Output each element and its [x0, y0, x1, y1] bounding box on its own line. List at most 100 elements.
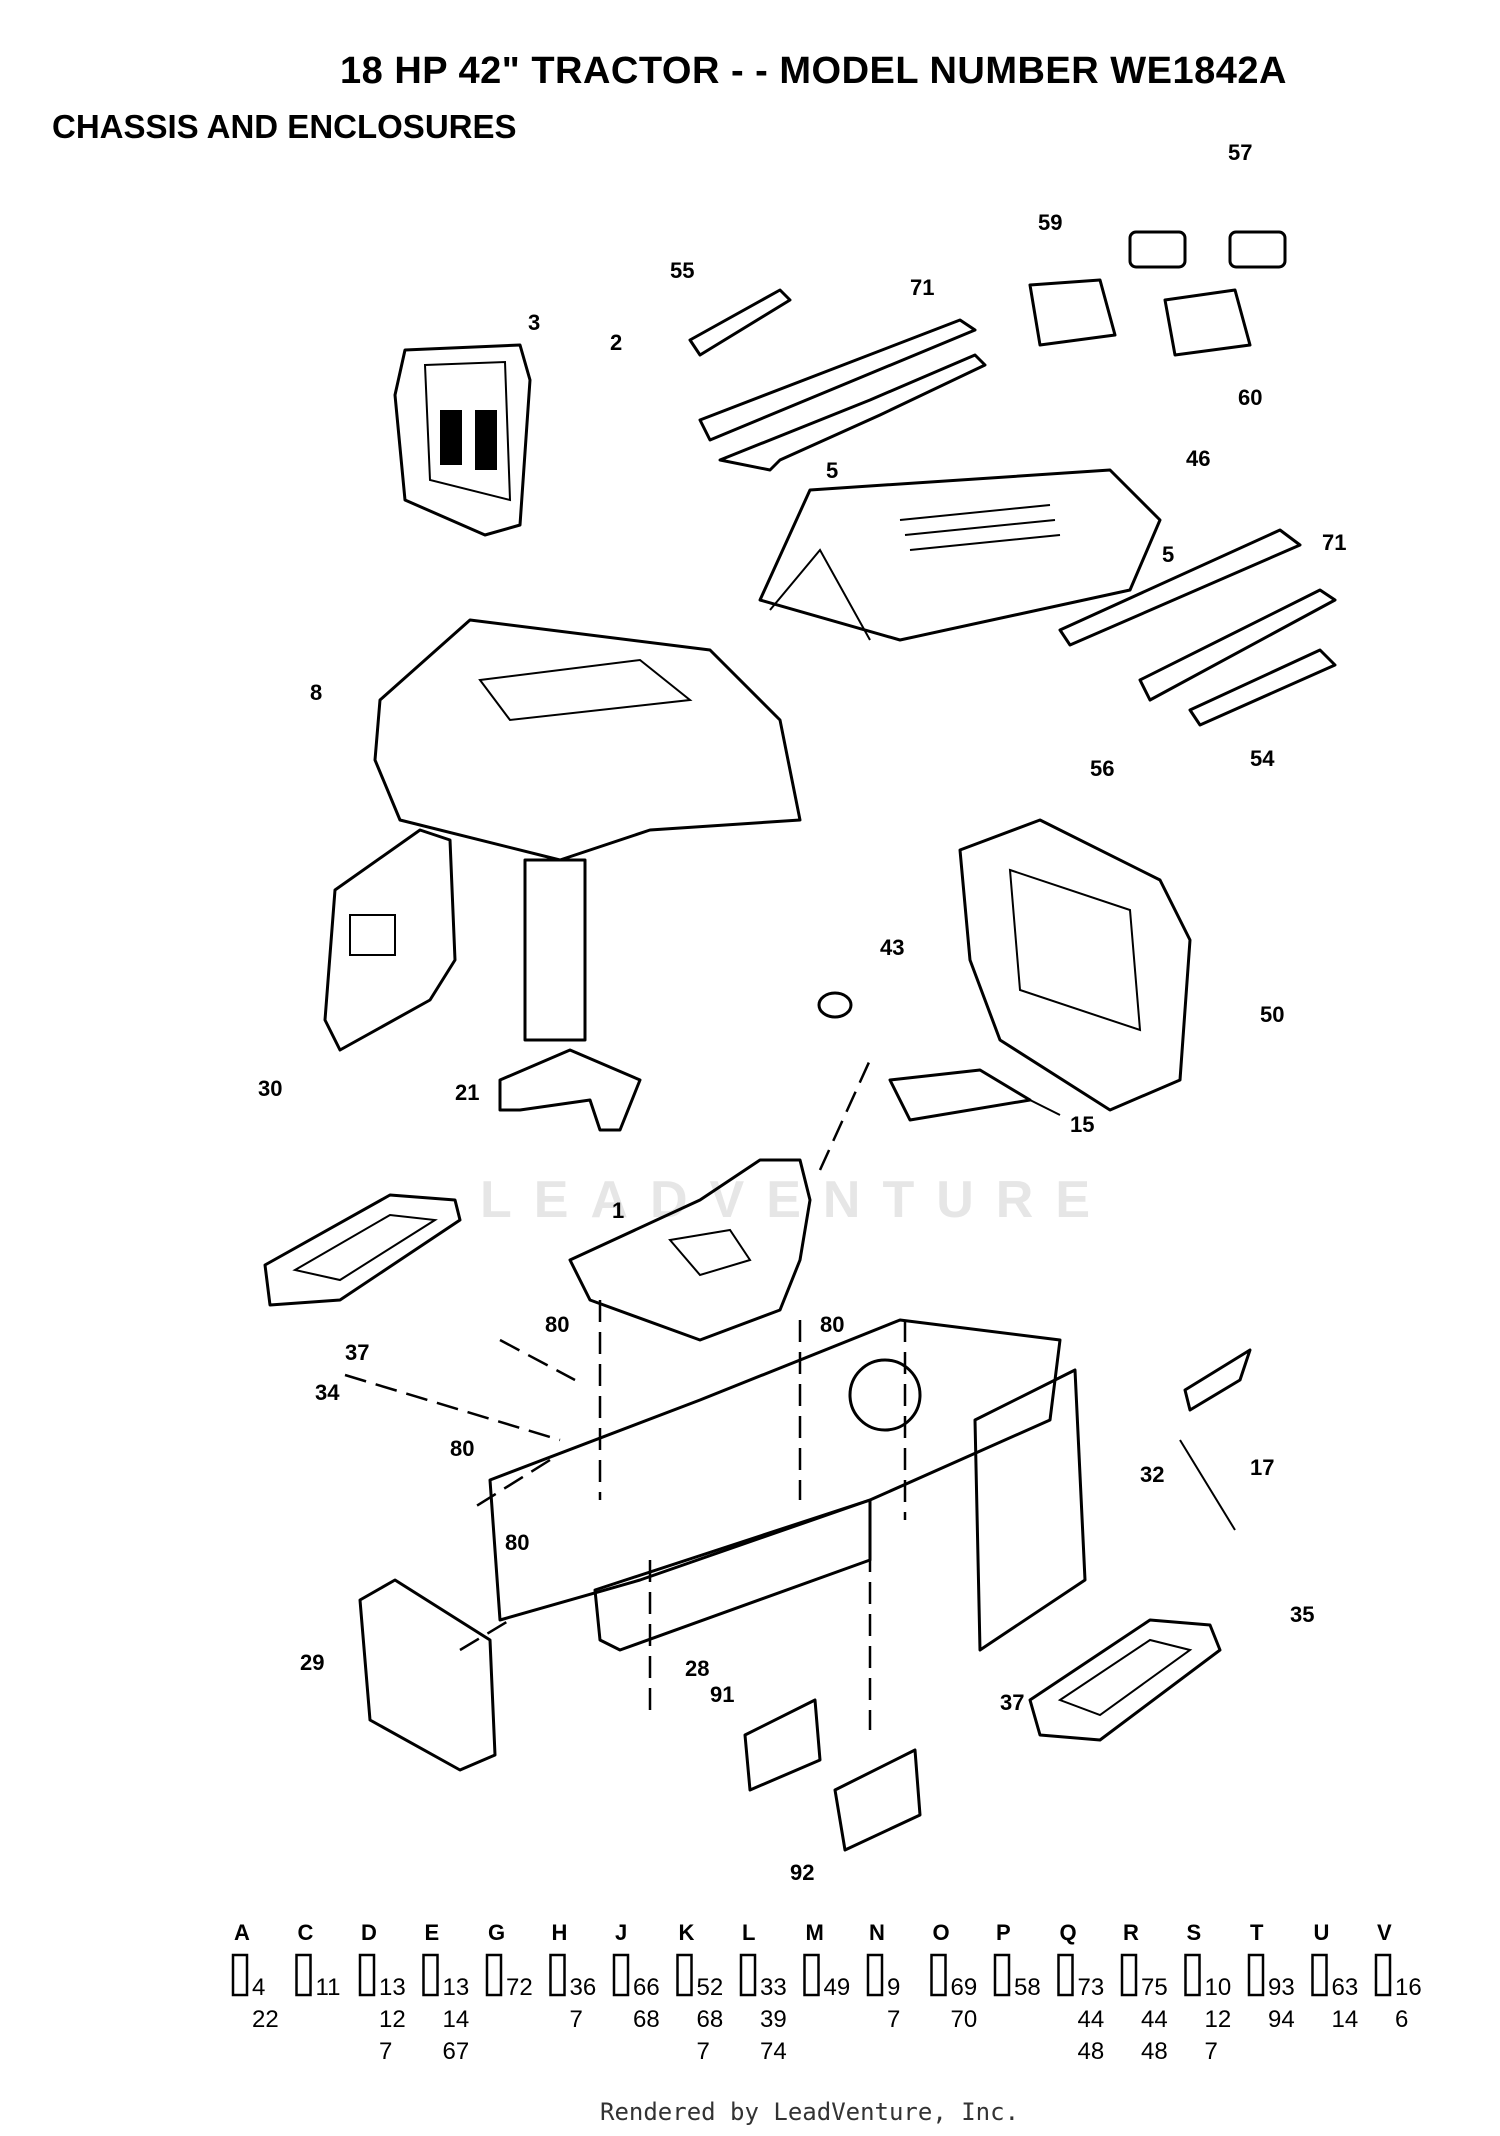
hardware-part-number: 44: [1078, 2006, 1105, 2033]
hardware-letter: P: [996, 1920, 1011, 1945]
bolt-icon: [612, 1953, 630, 1997]
footer-credit: Rendered by LeadVenture, Inc.: [600, 2098, 1020, 2126]
bolt-icon: [1057, 1953, 1074, 1997]
hardware-letter: S: [1187, 1920, 1202, 1945]
bolt-icon: [1311, 1953, 1328, 1997]
hardware-part-number: 7: [379, 2038, 392, 2065]
bolt-icon: [358, 1953, 376, 1997]
callout: 37: [345, 1340, 369, 1365]
part-right-footrest[interactable]: [1028, 1618, 1222, 1742]
bolt-icon: [1184, 1953, 1201, 1997]
callouts: 57 59 60 3 2 55 71 5 46 5 71 54 8 56 50 …: [258, 140, 1346, 1885]
hardware-letter: D: [361, 1920, 377, 1945]
hardware-part-number: 44: [1141, 2006, 1168, 2033]
part-brackets[interactable]: [743, 1698, 922, 1852]
part-right-panel[interactable]: [973, 1368, 1087, 1652]
callout: 1: [612, 1198, 624, 1223]
part-front-bracket[interactable]: [393, 343, 532, 537]
part-seat-bracket[interactable]: [498, 1048, 642, 1132]
callout: 80: [505, 1530, 529, 1555]
part-fender[interactable]: [373, 618, 802, 1042]
part-lift-handle[interactable]: [1179, 1348, 1252, 1531]
hardware-part-number: 13: [379, 1974, 406, 2001]
callout: 55: [670, 258, 694, 283]
bolt-icon: [422, 1953, 439, 1997]
hardware-letter: L: [742, 1920, 755, 1945]
bolt-icon: [231, 1953, 249, 1997]
bolt-icon: [1374, 1953, 1392, 1997]
bolt-icon: [930, 1953, 947, 1997]
hardware-part-number: 72: [506, 1974, 533, 2001]
section-title: CHASSIS AND ENCLOSURES: [52, 108, 517, 145]
part-upper-rails[interactable]: [688, 288, 987, 472]
hardware-part-number: 74: [760, 2038, 787, 2065]
part-dash-enclosure[interactable]: [958, 818, 1192, 1112]
hardware-part-number: 10: [1205, 1974, 1232, 2001]
callout: 80: [450, 1436, 474, 1461]
callout: 2: [610, 330, 622, 355]
hardware-part-number: 12: [379, 2006, 406, 2033]
hardware-part-number: 58: [1014, 1974, 1041, 2001]
callout: 92: [790, 1860, 814, 1885]
bolt-icon: [803, 1953, 820, 1997]
hardware-part-number: 94: [1268, 2006, 1295, 2033]
callout: 30: [258, 1076, 282, 1101]
hardware-part-number: 48: [1078, 2038, 1105, 2065]
bolt-icon: [866, 1953, 884, 1997]
callout: 91: [710, 1682, 734, 1707]
callout: 5: [826, 458, 838, 483]
part-floor-plate[interactable]: [568, 1158, 812, 1342]
hardware-letter: C: [298, 1920, 314, 1945]
hardware-part-number: 68: [633, 2006, 660, 2033]
part-linkage[interactable]: [888, 1068, 1061, 1122]
hardware-part-number: 7: [887, 2006, 900, 2033]
part-rear-panel[interactable]: [358, 1578, 497, 1772]
hardware-part-number: 9: [887, 1974, 900, 2001]
hardware-part-number: 39: [760, 2006, 787, 2033]
callout: 60: [1238, 385, 1262, 410]
callout: 43: [880, 935, 904, 960]
callout: 17: [1250, 1455, 1274, 1480]
hardware-part-number: 14: [443, 2006, 470, 2033]
hardware-letter: T: [1250, 1920, 1264, 1945]
hardware-part-number: 68: [697, 2006, 724, 2033]
bolt-icon: [295, 1953, 312, 1997]
hardware-letter: G: [488, 1920, 505, 1945]
part-left-panel[interactable]: [323, 828, 457, 1052]
hardware-part-number: 70: [951, 2006, 978, 2033]
hardware-letter: V: [1377, 1920, 1392, 1945]
page-title: 18 HP 42" TRACTOR - - MODEL NUMBER WE184…: [340, 50, 1287, 92]
hardware-key: A422C11D13127E131467G72H367J6668K52687L3…: [231, 1920, 1422, 2065]
callout: 34: [315, 1380, 340, 1405]
hardware-letter: A: [234, 1920, 250, 1945]
callout: 5: [1162, 542, 1174, 567]
hardware-letter: N: [869, 1920, 885, 1945]
part-right-rails[interactable]: [1058, 528, 1337, 727]
part-plug[interactable]: [817, 991, 853, 1019]
hardware-part-number: 73: [1078, 1974, 1105, 2001]
callout: 50: [1260, 1002, 1284, 1027]
hardware-part-number: 22: [252, 2006, 279, 2033]
part-main-frame[interactable]: [488, 1318, 1062, 1652]
callout: 80: [820, 1312, 844, 1337]
callout: 57: [1228, 140, 1252, 165]
bolt-icon: [549, 1953, 566, 1997]
callout: 29: [300, 1650, 324, 1675]
hardware-part-number: 48: [1141, 2038, 1168, 2065]
hardware-letter: E: [425, 1920, 440, 1945]
callout: 71: [910, 275, 934, 300]
part-hood[interactable]: [758, 468, 1162, 642]
hardware-part-number: 11: [316, 1974, 341, 2001]
hardware-letter: U: [1314, 1920, 1330, 1945]
hardware-part-number: 4: [252, 1974, 265, 2001]
callout: 54: [1250, 746, 1275, 771]
hardware-part-number: 14: [1332, 2006, 1359, 2033]
hardware-letter: H: [552, 1920, 568, 1945]
hardware-letter: Q: [1060, 1920, 1077, 1945]
callout: 56: [1090, 756, 1114, 781]
part-left-footrest[interactable]: [263, 1193, 462, 1307]
part-lever-grips[interactable]: [1028, 230, 1287, 357]
hardware-part-number: 7: [697, 2038, 710, 2065]
hardware-part-number: 7: [570, 2006, 583, 2033]
